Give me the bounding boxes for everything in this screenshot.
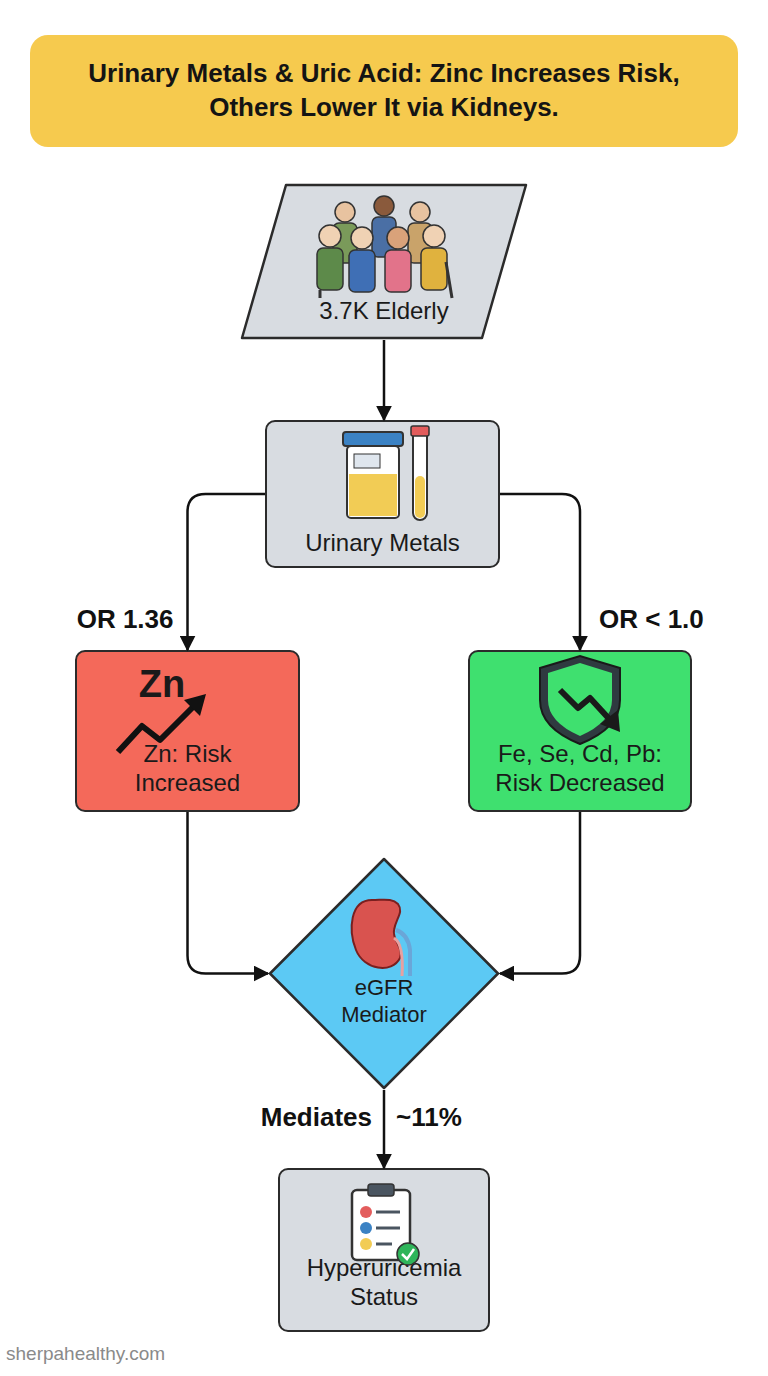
node-label: Zn: Risk Increased xyxy=(99,740,276,798)
node-label: Urinary Metals xyxy=(305,529,460,558)
edge-label: OR 1.36 xyxy=(77,604,174,635)
risk-increase-box: ZnZn: Risk Increased xyxy=(75,650,300,812)
outcome-box: Hyperuricemia Status xyxy=(278,1168,490,1332)
flow-arrow xyxy=(500,494,580,650)
shape-fill xyxy=(242,185,526,338)
flow-arrow xyxy=(188,494,266,650)
title-banner: Urinary Metals & Uric Acid: Zinc Increas… xyxy=(30,35,738,147)
watermark: sherpahealthy.com xyxy=(6,1343,165,1365)
node-label: Fe, Se, Cd, Pb: Risk Decreased xyxy=(490,740,670,798)
edge-label: Mediates xyxy=(261,1102,372,1133)
diamond-outline xyxy=(268,857,500,1090)
edge-label: OR < 1.0 xyxy=(599,604,704,635)
decision-diamond: eGFR Mediator xyxy=(268,857,500,1090)
flow-arrow xyxy=(500,812,580,974)
risk-decrease-box: Fe, Se, Cd, Pb: Risk Decreased xyxy=(468,650,692,812)
flow-arrow xyxy=(383,340,386,420)
node-label: 3.7K Elderly xyxy=(319,297,448,326)
flow-arrow xyxy=(383,1090,386,1168)
flow-arrow xyxy=(188,812,269,974)
node-label: eGFR Mediator xyxy=(318,975,450,1028)
node-label: Hyperuricemia Status xyxy=(288,1254,480,1312)
node-symbol-text: Zn xyxy=(117,662,207,708)
shape-fill xyxy=(270,859,498,1088)
percentage-label: ~11% xyxy=(396,1102,462,1133)
process-box: Urinary Metals xyxy=(265,420,500,568)
start-parallelogram: 3.7K Elderly xyxy=(240,183,528,340)
